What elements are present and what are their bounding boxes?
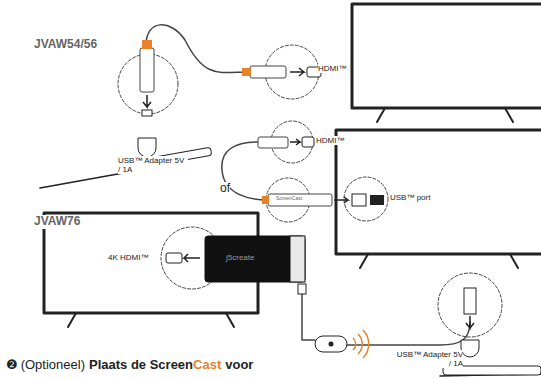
model-name: JVAW54/56 [34, 38, 97, 52]
step-number: ❷ [6, 357, 18, 372]
model-name: JVAW76 [34, 215, 80, 229]
adapter-label: USB™ Adapter 5V / 1A [393, 350, 463, 368]
instruction-text: Plaats de Screen [89, 357, 193, 372]
optional-note: (Optioneel) [21, 357, 85, 372]
port-label: USB™ port [390, 193, 430, 202]
or-word: of [220, 182, 230, 196]
adapter-label: USB™ Adapter 5V / 1A [118, 156, 188, 174]
instruction-text: voor [225, 357, 253, 372]
brand-mark: j5create [226, 253, 254, 262]
port-label: 4K HDMI™ [108, 253, 148, 262]
instruction-text: Cast [193, 357, 221, 372]
instruction-line: ❷(Optioneel) Plaats de ScreenCast voor [6, 357, 253, 372]
port-label: HDMI™ [316, 136, 344, 145]
port-label: HDMI™ [318, 64, 346, 73]
device-text: ScreenCast [276, 196, 302, 202]
